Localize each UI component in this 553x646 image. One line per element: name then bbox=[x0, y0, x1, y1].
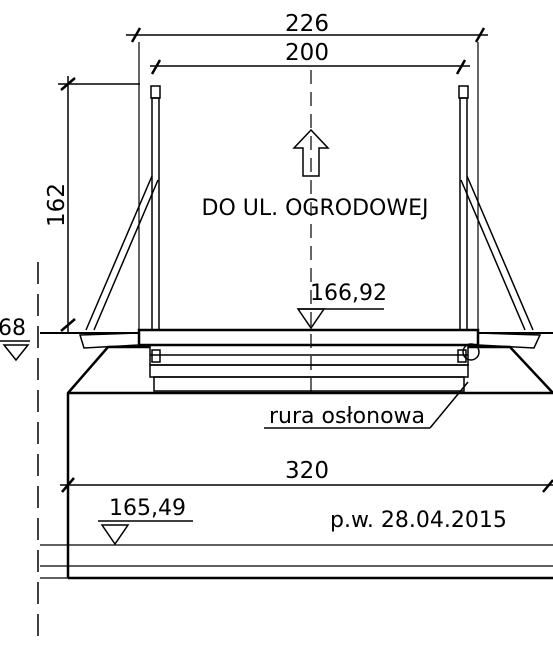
left-level-label: 68 bbox=[0, 316, 26, 341]
direction-arrow-icon bbox=[292, 128, 330, 177]
pipe-circle-icon bbox=[462, 343, 480, 361]
dimension-label-200: 200 bbox=[285, 40, 329, 66]
extension-lines bbox=[138, 42, 479, 330]
pipe-label: rura osłonowa bbox=[269, 404, 425, 429]
deck-level-label: 166,92 bbox=[310, 281, 387, 306]
water-date-label: p.w. 28.04.2015 bbox=[330, 508, 507, 533]
dimension-162 bbox=[58, 76, 140, 333]
railing-right bbox=[458, 85, 534, 331]
dimension-label-226: 226 bbox=[285, 11, 329, 37]
water-level-label: 165,49 bbox=[109, 496, 186, 521]
left-level-marker bbox=[0, 340, 30, 362]
foundation-inner-lines bbox=[40, 544, 553, 579]
dimension-label-162: 162 bbox=[44, 183, 70, 227]
pipe-leader bbox=[264, 381, 469, 429]
dimension-200 bbox=[150, 59, 470, 75]
deck-level-marker bbox=[296, 308, 384, 330]
dimension-226 bbox=[126, 27, 488, 43]
water-level-marker bbox=[98, 520, 193, 546]
railing-left bbox=[85, 85, 161, 331]
dimension-label-320: 320 bbox=[285, 458, 329, 484]
girders bbox=[149, 344, 469, 392]
direction-label: DO UL. OGRODOWEJ bbox=[202, 196, 429, 221]
dimension-320 bbox=[60, 477, 553, 493]
